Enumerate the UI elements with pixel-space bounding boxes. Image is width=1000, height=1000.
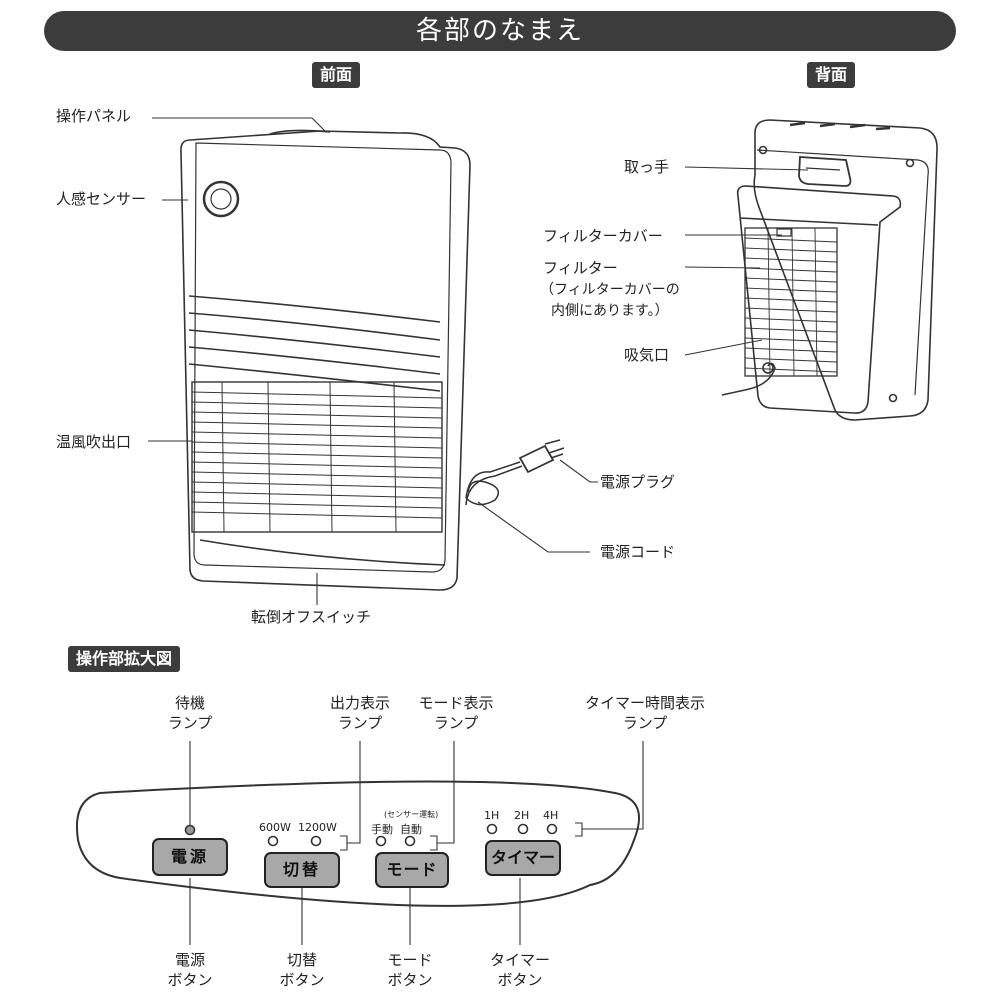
leader-plug <box>559 459 598 483</box>
label-standby-lamp: 待機ランプ <box>167 694 213 732</box>
control-panel-outline <box>76 780 640 907</box>
label-sensor-note: (センサー運転) <box>384 810 439 819</box>
label-output-lamp: 出力表示ランプ <box>329 694 390 732</box>
timer-button[interactable]: タイマー <box>485 840 561 876</box>
label-motion-sensor: 人感センサー <box>56 190 147 208</box>
motion-sensor-icon <box>202 180 240 218</box>
label-power-plug: 電源プラグ <box>600 473 676 491</box>
back-view-tag: 背面 <box>807 62 856 88</box>
front-view-tag: 前面 <box>312 62 361 88</box>
label-control-panel: 操作パネル <box>56 107 132 125</box>
label-filter-note-2: 内側にあります。） <box>551 303 669 319</box>
label-auto: 自動 <box>400 823 422 836</box>
power-button[interactable]: 電源 <box>152 838 228 876</box>
label-filter: フィルター <box>543 259 618 277</box>
label-1200w: 1200W <box>298 821 337 834</box>
label-mode-button: モードボタン <box>387 951 433 989</box>
label-2h: 2H <box>514 809 530 822</box>
label-power-button: 電源ボタン <box>167 951 213 989</box>
mode-button[interactable]: モード <box>375 852 449 888</box>
power-cord <box>465 461 521 506</box>
control-panel-top <box>269 129 331 135</box>
filter-cover <box>736 185 902 414</box>
handle-icon <box>798 156 852 187</box>
label-600w: 600W <box>259 821 291 834</box>
panel-zoom-tag: 操作部拡大図 <box>68 646 181 672</box>
front-unit-body <box>180 130 471 591</box>
label-timer-button: タイマーボタン <box>489 951 550 989</box>
label-mode-lamp: モード表示ランプ <box>418 694 494 732</box>
label-timer-lamp: タイマー時間表示ランプ <box>584 694 705 732</box>
label-4h: 4H <box>543 809 559 822</box>
label-1h: 1H <box>484 809 500 822</box>
leader-air-intake <box>684 339 763 356</box>
page-title: 各部のなまえ <box>44 11 956 51</box>
label-filter-note-1: （フィルターカバーの <box>540 282 680 298</box>
front-unit-face <box>193 142 452 573</box>
standby-lamp <box>184 824 196 836</box>
label-tip-over-switch: 転倒オフスイッチ <box>251 608 372 626</box>
label-handle: 取っ手 <box>624 158 670 176</box>
leader-handle <box>684 166 809 171</box>
leader-filter <box>684 266 761 269</box>
label-power-cord: 電源コード <box>600 543 676 561</box>
back-unit-body <box>753 119 938 421</box>
label-switch-button: 切替ボタン <box>279 951 325 989</box>
label-manual: 手動 <box>371 823 393 836</box>
power-plug-icon <box>518 444 555 474</box>
label-air-intake: 吸気口 <box>624 346 670 364</box>
leader-control-panel <box>152 117 326 132</box>
label-warm-air-outlet: 温風吹出口 <box>56 433 132 451</box>
grille-slats <box>191 381 443 533</box>
label-filter-cover: フィルターカバー <box>543 227 663 245</box>
switch-button[interactable]: 切替 <box>264 852 340 888</box>
leader-cord <box>477 501 590 553</box>
warm-air-outlet-grille <box>191 381 443 533</box>
